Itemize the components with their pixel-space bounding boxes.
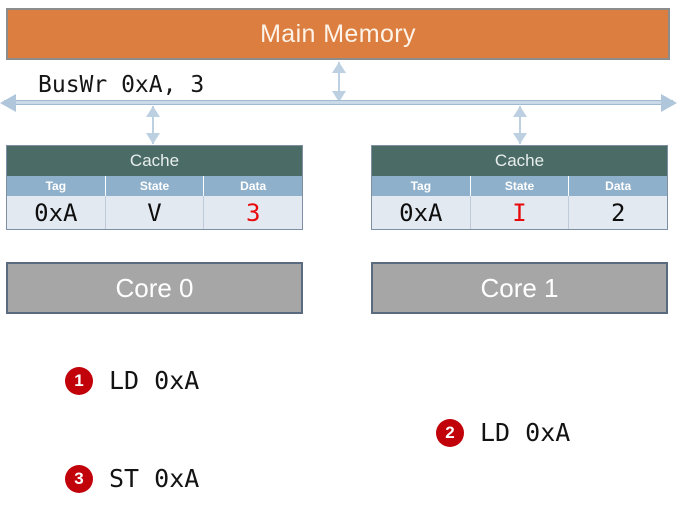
connector-stem [519,106,521,144]
connector-stem [152,106,154,144]
cache-block-core1: Cache Tag State Data 0xA I 2 [371,145,668,230]
core0-label: Core 0 [115,272,194,303]
cache1-entry-row: 0xA I 2 [372,196,667,229]
arrowhead-up-icon [332,62,346,73]
step-1-text: LD 0xA [109,366,200,395]
cache-block-core0: Cache Tag State Data 0xA V 3 [6,145,303,230]
cache0-title: Cache [7,146,302,176]
cache1-state-value: I [471,196,570,229]
memory-bus-connector [332,62,346,102]
arrowhead-down-icon [513,133,527,144]
cache0-col-data: Data [240,179,267,193]
main-memory-block: Main Memory [6,8,670,60]
bus-cache1-connector [513,106,527,144]
system-bus [4,100,673,105]
bus-cache0-connector [146,106,160,144]
connector-stem [338,62,340,102]
arrowhead-down-icon [146,133,160,144]
step-2-badge: 2 [436,418,464,447]
bus-arrow-right-icon [661,94,677,112]
step-3-badge: 3 [65,464,93,493]
cache1-tag-value: 0xA [372,196,471,229]
cache1-title: Cache [372,146,667,176]
core1-label: Core 1 [480,272,559,303]
step-3: 3 ST 0xA [65,464,199,493]
cache0-header-row: Tag State Data [7,176,302,196]
cache0-tag-value: 0xA [7,196,106,229]
cache0-entry-row: 0xA V 3 [7,196,302,229]
step-2: 2 LD 0xA [436,418,570,447]
cache0-col-state: State [106,176,205,196]
main-memory-label: Main Memory [260,19,416,48]
cache1-col-tag: Tag [372,176,471,196]
core1-block: Core 1 [371,262,668,314]
cache0-data-value: 3 [245,198,261,227]
arrowhead-down-icon [332,91,346,102]
cache0-state-value: V [106,196,205,229]
arrowhead-up-icon [146,106,160,117]
cache1-header-row: Tag State Data [372,176,667,196]
cache0-col-tag: Tag [7,176,106,196]
core0-block: Core 0 [6,262,303,314]
cache1-col-state: State [471,176,570,196]
step-2-text: LD 0xA [480,418,571,447]
bus-arrow-left-icon [0,94,16,112]
step-1-badge: 1 [65,366,93,395]
step-3-text: ST 0xA [109,464,200,493]
cache1-col-data: Data [605,179,632,193]
step-1: 1 LD 0xA [65,366,199,395]
cache1-data-value: 2 [610,198,626,227]
arrowhead-up-icon [513,106,527,117]
bus-transaction-label: BusWr 0xA, 3 [38,72,205,98]
